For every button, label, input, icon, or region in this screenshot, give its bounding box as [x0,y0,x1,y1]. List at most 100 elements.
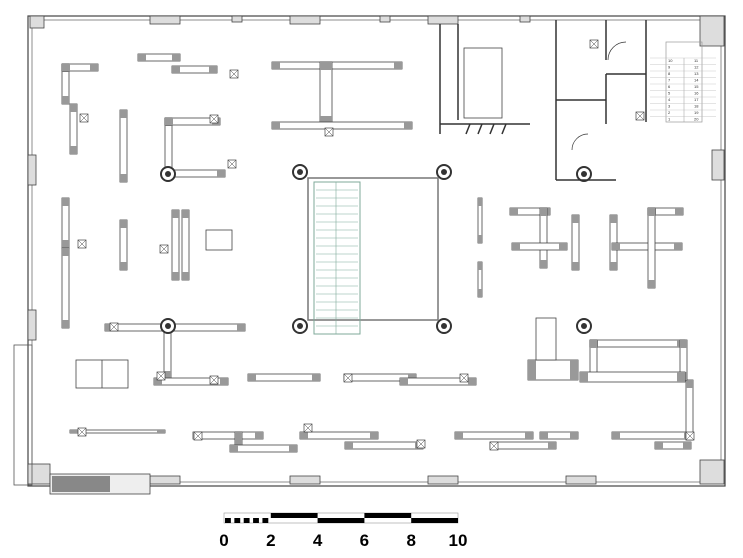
scale-bar-tick [225,518,231,523]
shelf-end [272,62,280,69]
shelf-unit [61,247,70,329]
stair-number: 10 [668,58,673,63]
shelf-unit [319,61,333,125]
column-core [165,171,171,177]
scale-bar-tick [243,518,250,523]
stair-number: 14 [694,78,699,83]
shelf-end [120,110,127,118]
shelf-unit [579,371,686,383]
stair-number: 16 [694,91,699,96]
shelf-end [237,324,245,331]
scale-label: 2 [266,531,275,550]
shelf-unit [489,441,557,450]
scale-bar-tick [253,518,259,523]
bin-cross [324,127,334,137]
shelf-unit [539,207,548,269]
shelf-unit [119,109,128,183]
shelf-unit [511,242,568,251]
shelf-end [172,66,180,73]
shelf-end [468,378,476,385]
wall-pier [379,15,391,23]
window-bay [13,344,33,486]
shelf-end [312,374,320,381]
shelf-unit [271,61,403,70]
shelf-unit [611,431,693,440]
stair-number: 15 [694,84,699,89]
shelf-end [686,380,693,388]
shelf-end [138,54,146,61]
bin-cross [489,441,499,451]
stair-number: 13 [694,71,699,76]
stair-number: 9 [668,65,671,70]
shelf-end [572,215,579,223]
table [463,47,503,119]
wall-pier [149,15,181,25]
shelf-end [70,146,77,154]
shelf-end [478,262,482,270]
table [205,229,233,251]
door-swing [571,133,589,151]
column-core [297,323,303,329]
shelf-end [572,262,579,270]
chair [477,123,483,135]
bin-cross [77,239,87,249]
shelf-end [559,243,567,250]
column-core [441,323,447,329]
shelf-end [610,215,617,223]
shelf-end [455,432,463,439]
wall-pier [699,459,725,485]
shelf-end [217,170,225,177]
shelf-unit [454,431,534,440]
wall-pier [289,475,321,485]
shelf-end [540,260,547,268]
shelf-end [172,54,180,61]
scale-bar-tick [262,518,269,523]
shelf-end [404,122,412,129]
shelf-end [320,116,332,124]
scale-bar-segment [270,513,318,518]
stair-number: 20 [694,117,699,122]
shelf-end [478,198,482,206]
stair-number: 3 [668,104,671,109]
bin-cross [209,114,219,124]
scale-label: 0 [219,531,228,550]
scale-label: 8 [406,531,415,550]
scale-bar-tick [234,518,241,523]
shelf-end [648,208,655,216]
shelf-unit [271,121,413,130]
shelf-end [62,96,69,104]
stair-number: 17 [694,97,699,102]
column-core [165,323,171,329]
shelf-end [105,324,113,331]
wall-pier [519,15,531,23]
shelf-end [165,118,173,125]
scale-bar-segment [317,518,365,523]
shelf-end [120,220,127,228]
bin-cross [227,159,237,169]
shelf-end [510,208,518,215]
shelf-end [62,240,69,248]
shelf-end [62,64,70,71]
shelf-end [62,248,69,256]
shelf-end [408,374,416,381]
bin-cross [635,111,645,121]
shelf-end [570,432,578,439]
shelf-unit [611,242,683,251]
shelf-end [70,104,77,112]
stair-number: 1 [668,117,671,122]
wall-pier [711,149,725,181]
shelf-end [289,445,297,452]
stair-number: 6 [668,84,671,89]
shelf-end [230,445,238,452]
bin-cross [193,431,203,441]
bin-cross [589,39,599,49]
stair-number: 7 [668,78,671,83]
shelf-end [62,320,69,328]
chair [501,123,507,135]
shelf-end [248,374,256,381]
chair [465,123,471,135]
bin-cross [416,439,426,449]
wall-pier [29,15,45,29]
stair-number: 18 [694,104,699,109]
